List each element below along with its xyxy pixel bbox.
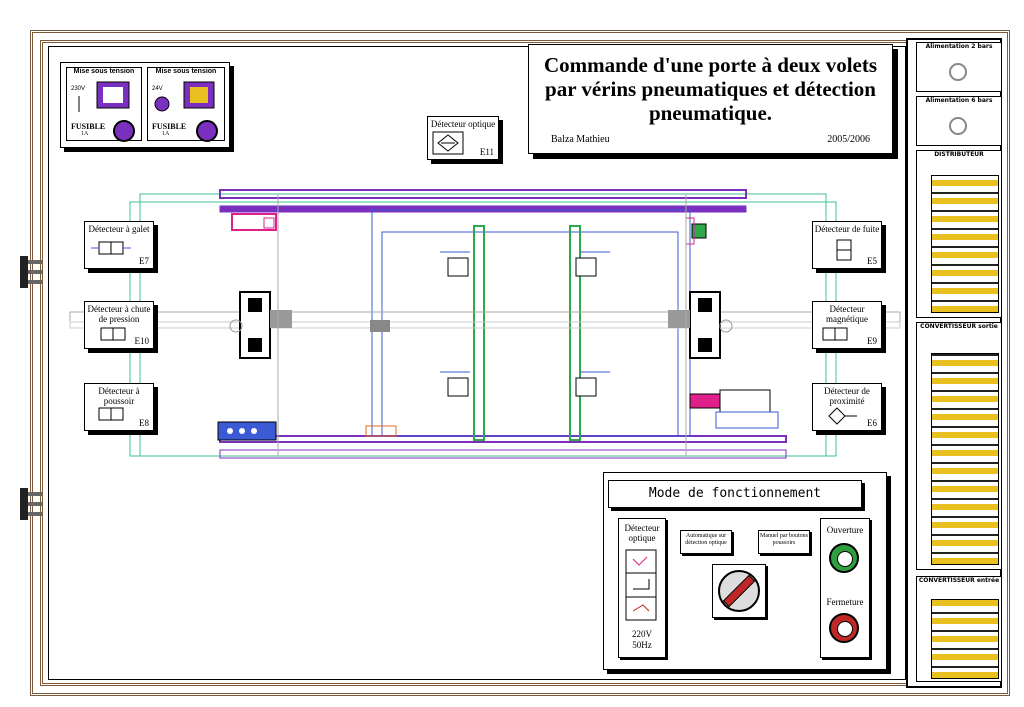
year: 2005/2006 [827,134,870,145]
mode-title: Mode de fonctionnement [608,480,862,508]
manual-label: Manuel par boutons poussoirs [760,533,808,546]
power-right-header: Mise sous tension [155,68,217,75]
buttons-column: Ouverture Fermeture [820,518,870,658]
fuse-knob-right-icon[interactable] [196,120,218,142]
door-mechanism [69,189,901,459]
hinge-bottom [18,484,44,524]
power-left-voltage-text: 230V [71,86,85,92]
svg-text:24V: 24V [152,86,163,92]
title-line-3: pneumatique. [648,101,773,125]
push-valve-icon [98,407,124,421]
detector-proximite[interactable]: Détecteur de proximité E6 [812,383,882,431]
detector-poussoir-code: E8 [139,418,149,428]
power-right: Mise sous tension 24V FUSIBLE 1A [147,67,225,142]
fuse-knob-left-icon[interactable] [113,120,135,142]
pressure-gauge-2-icon[interactable] [949,63,967,81]
detector-optique[interactable]: Détecteur optique E11 [427,116,499,160]
distributeur-rack: DISTRIBUTEUR [916,150,1002,318]
optical-column: Détecteur optique 220V 50Hz [618,518,666,658]
detector-proximite-code: E6 [867,418,877,428]
alim-6-label: Alimentation 6 bars [925,97,993,104]
open-button[interactable] [829,543,859,573]
optical-sensor-icon [432,131,464,155]
detector-fuite-code: E5 [867,256,877,266]
detector-fuite[interactable]: Détecteur de fuite E5 [812,221,882,269]
pressure-gauge-6-icon[interactable] [949,117,967,135]
inner-frame-2 [48,46,906,680]
power-left-fuse: FUSIBLE [71,122,106,131]
hinge-top [18,252,44,292]
detector-magnetique-code: E9 [867,336,877,346]
alim-6-bars: Alimentation 6 bars [916,96,1002,146]
conv-sortie-label: CONVERTISSEUR sortie [920,323,998,330]
power-left-rating: 1A [81,131,89,137]
detector-chute[interactable]: Détecteur à chute de pression E10 [84,301,154,349]
alim-2-bars: Alimentation 2 bars [916,42,1002,92]
selector-knob-icon [718,570,760,612]
roller-valve-icon [91,241,131,255]
detector-optique-code: E11 [479,147,494,157]
optical-schematic-icon [625,549,657,621]
outer-frame [30,30,1010,696]
detector-magnetique[interactable]: Détecteur magnétique E9 [812,301,882,349]
supply-frequency: 50Hz [632,640,652,650]
detector-optique-label: Détecteur optique [430,119,496,129]
mode-selector-switch[interactable] [712,564,766,618]
auto-label-box: Automatique sur détection optique [680,530,732,554]
supply-voltage: 220V [632,629,652,639]
conv-sortie-rack: CONVERTISSEUR sortie [916,322,1002,570]
title-line-1: Commande d'une porte à deux volets [543,53,878,77]
open-label: Ouverture [826,525,864,535]
power-left-header: Mise sous tension [73,68,135,75]
detector-galet-label: Détecteur à galet [88,224,150,234]
title-line-2: par vérins pneumatiques et détection [545,77,876,101]
magnetic-sensor-icon [822,327,848,341]
conv-entree-rack: CONVERTISSEUR entrée [916,576,1002,682]
detector-proximite-label: Détecteur de proximité [824,386,870,406]
detector-galet[interactable]: Détecteur à galet E7 [84,221,154,269]
auto-label: Automatique sur détection optique [685,533,727,546]
author: Balza Mathieu [551,134,610,145]
power-right-fuse: FUSIBLE [152,122,187,131]
close-button[interactable] [829,613,859,643]
detector-poussoir-label: Détecteur à poussoir [98,386,140,406]
close-label: Fermeture [826,597,864,607]
leak-sensor-icon [836,239,852,261]
title-box: Commande d'une porte à deux volets par v… [528,44,893,154]
conv-entree-modules [931,599,999,679]
distributeur-label: DISTRIBUTEUR [934,151,984,158]
manual-label-box: Manuel par boutons poussoirs [758,530,810,554]
power-left: Mise sous tension 230V FUSIBLE 1A [66,67,142,142]
conv-entree-label: CONVERTISSEUR entrée [918,577,1000,584]
detector-galet-code: E7 [139,256,149,266]
pressure-drop-icon [100,327,126,341]
detector-magnetique-label: Détecteur magnétique [826,304,868,324]
detector-fuite-label: Détecteur de fuite [814,224,880,234]
alim-2-label: Alimentation 2 bars [925,43,993,50]
proximity-sensor-icon [828,407,857,425]
detector-poussoir[interactable]: Détecteur à poussoir E8 [84,383,154,431]
conv-sortie-modules [931,353,999,565]
power-right-rating: 1A [162,131,170,137]
detector-chute-label: Détecteur à chute de pression [87,304,151,324]
power-panel: Mise sous tension 230V FUSIBLE 1A Mise s… [60,62,230,148]
distributeur-modules [931,175,999,313]
detector-chute-code: E10 [134,336,150,346]
optical-column-label: Détecteur optique [624,523,660,543]
